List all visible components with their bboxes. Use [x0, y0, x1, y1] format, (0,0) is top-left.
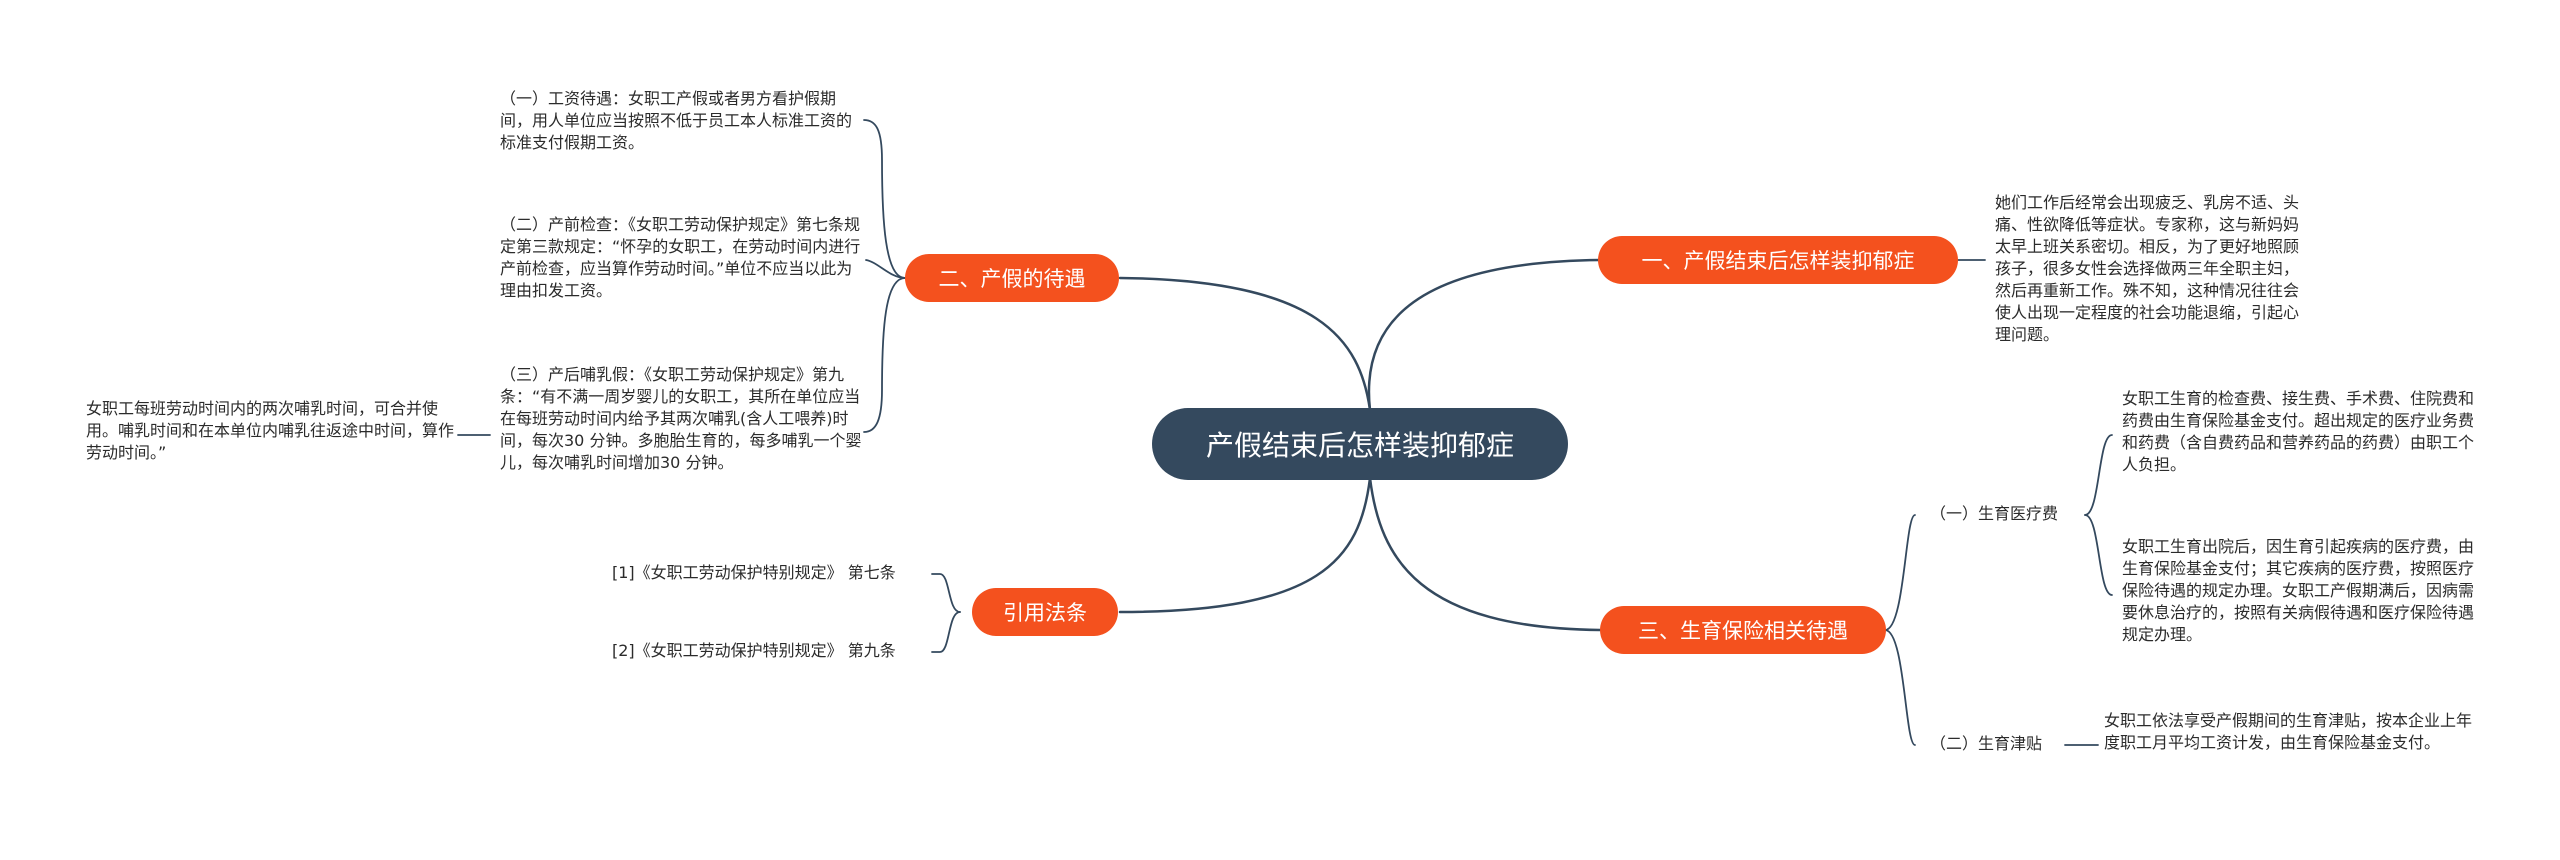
leaf-reference-1: [1]《女职工劳动保护特别规定》 第七条: [612, 563, 896, 582]
leaf-medical-expenses: （一）生育医疗费: [1930, 504, 2059, 523]
link-root-b3: [1368, 476, 1602, 632]
link-b4-ref1: [931, 573, 961, 613]
link-b2-prenatal: [865, 259, 906, 279]
branch-postpartum-depression[interactable]: 一、产假结束后怎样装抑郁症: [1598, 236, 1958, 284]
link-root-b1: [1367, 258, 1602, 412]
leaf-wage-benefit: （一）工资待遇：女职工产假或者男方看护假期间，用人单位应当按照不低于员工本人标准…: [500, 89, 853, 152]
leaf-maternity-allowance: （二）生育津贴: [1930, 734, 2043, 753]
link-b2-wage: [863, 119, 906, 279]
link-b4-ref2: [931, 611, 961, 653]
link-b2-nursing: [863, 277, 906, 433]
leaf-medical-expenses-post-discharge: 女职工生育出院后，因生育引起疾病的医疗费，由生育保险基金支付；其它疾病的医疗费，…: [2122, 537, 2475, 644]
branch-cited-laws[interactable]: 引用法条: [972, 588, 1118, 636]
root-topic[interactable]: 产假结束后怎样装抑郁症: [1152, 408, 1568, 480]
leaf-maternity-allowance-text: 女职工依法享受产假期间的生育津贴，按本企业上年度职工月平均工资计发，由生育保险基…: [2104, 711, 2473, 752]
leaf-nursing-leave: （三）产后哺乳假：《女职工劳动保护规定》第九条：“有不满一周岁婴儿的女职工，其所…: [500, 365, 862, 472]
link-medical-a: [2084, 434, 2113, 516]
branch-maternity-benefits[interactable]: 二、产假的待遇: [905, 254, 1119, 302]
leaf-prenatal-check: （二）产前检查：《女职工劳动保护规定》第七条规定第三款规定：“怀孕的女职工，在劳…: [500, 215, 861, 300]
branch-maternity-insurance[interactable]: 三、生育保险相关待遇: [1600, 606, 1886, 654]
leaf-nursing-detail: 女职工每班劳动时间内的两次哺乳时间，可合并使用。哺乳时间和在本单位内哺乳往返途中…: [86, 399, 455, 462]
link-b3-allowance: [1884, 629, 1916, 746]
leaf-medical-expenses-coverage: 女职工生育的检查费、接生费、手术费、住院费和药费由生育保险基金支付。超出规定的医…: [2122, 389, 2475, 474]
leaf-depression-symptoms: 她们工作后经常会出现疲乏、乳房不适、头痛、性欲降低等症状。专家称，这与新妈妈太早…: [1995, 193, 2300, 344]
link-root-b2: [1118, 276, 1372, 412]
link-b3-medical: [1884, 514, 1916, 631]
link-root-b4: [1118, 476, 1372, 614]
link-medical-b: [2084, 514, 2113, 596]
leaf-reference-2: [2]《女职工劳动保护特别规定》 第九条: [612, 641, 896, 660]
